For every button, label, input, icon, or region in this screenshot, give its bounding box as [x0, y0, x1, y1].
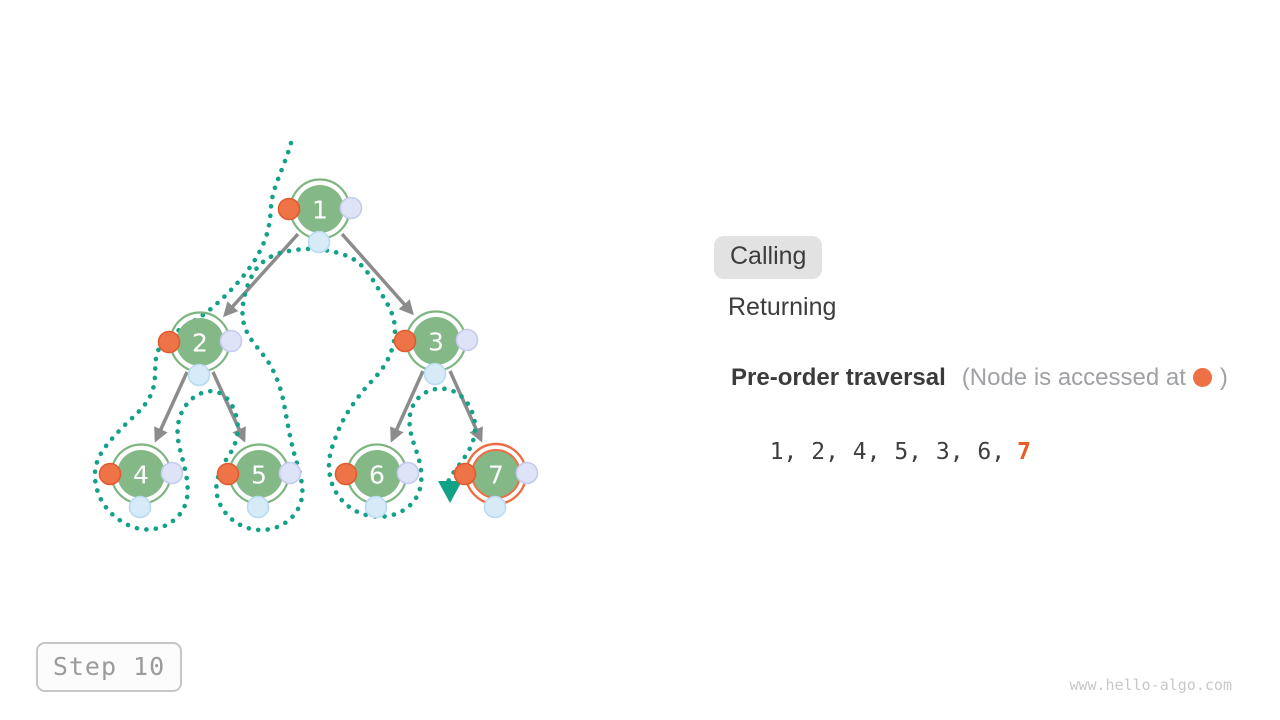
node-disc: [176, 318, 224, 366]
access-dot-icon: [277, 197, 301, 221]
traversal-title: Pre-order traversal: [731, 364, 946, 391]
tree-node-6: 6: [334, 443, 420, 519]
access-dot-legend-icon: [1192, 368, 1212, 387]
edge-1-2: [223, 232, 300, 318]
edge-2-4: [154, 371, 189, 443]
bottom-slot-dot-icon: [307, 230, 331, 254]
node-disc: [353, 450, 401, 498]
access-dot-icon: [453, 462, 477, 486]
right-slot-dot-icon: [515, 461, 539, 485]
node-disc: [117, 450, 165, 498]
access-dot-icon: [334, 462, 358, 486]
node-value: 4: [133, 461, 149, 490]
access-dot-icon: [393, 329, 417, 353]
traversal-note-prefix: (Node is accessed at: [961, 364, 1186, 391]
bottom-slot-dot-icon: [128, 495, 152, 519]
right-slot-dot-icon: [160, 461, 184, 485]
edge-3-7: [448, 370, 483, 443]
tree-node-1: 1: [277, 178, 363, 254]
right-slot-dot-icon: [278, 461, 302, 485]
node-disc: [235, 450, 283, 498]
traversal-sequence: 1, 2, 4, 5, 3, 6, 7: [742, 413, 1031, 465]
current-position-marker-icon: [438, 481, 462, 503]
bottom-slot-dot-icon: [246, 495, 270, 519]
legend-returning-label: Returning: [728, 293, 837, 321]
sequence-current-value: 7: [1017, 439, 1031, 465]
legend-calling-badge: Calling: [714, 236, 823, 279]
tree-edges: [154, 232, 483, 443]
tree-node-4: 4: [98, 443, 184, 519]
traversal-caption: Pre-order traversal (Node is accessed at): [731, 364, 1228, 392]
node-value: 5: [251, 461, 267, 490]
right-slot-dot-icon: [396, 461, 420, 485]
tree-node-5: 5: [216, 443, 302, 519]
right-slot-dot-icon: [219, 329, 243, 353]
node-value: 3: [428, 328, 444, 357]
traversal-path: [92, 140, 478, 533]
node-value: 1: [312, 196, 328, 225]
bottom-slot-dot-icon: [483, 495, 507, 519]
right-slot-dot-icon: [455, 328, 479, 352]
site-watermark: www.hello-algo.com: [1069, 676, 1232, 694]
bottom-slot-dot-icon: [423, 362, 447, 386]
bottom-slot-dot-icon: [364, 495, 388, 519]
step-indicator: Step 10: [36, 642, 182, 692]
node-value: 2: [192, 329, 208, 358]
access-dot-icon: [157, 330, 181, 354]
access-dot-icon: [216, 462, 240, 486]
node-value: 6: [369, 461, 385, 490]
tree-node-3: 3: [393, 310, 479, 386]
edge-2-5: [211, 371, 246, 443]
node-disc: [296, 185, 344, 233]
sequence-visited: 1, 2, 4, 5, 3, 6,: [769, 439, 1006, 465]
traversal-note-suffix: ): [1219, 364, 1228, 391]
right-slot-dot-icon: [339, 196, 363, 220]
node-disc: [412, 317, 460, 365]
state-legend: Calling: [714, 236, 823, 279]
node-value: 7: [488, 461, 504, 490]
tree-node-2: 2: [157, 311, 243, 387]
edge-1-3: [340, 232, 414, 316]
tree-node-7-current: 7: [453, 442, 539, 519]
edge-3-6: [390, 370, 425, 443]
access-dot-icon: [98, 462, 122, 486]
bottom-slot-dot-icon: [187, 363, 211, 387]
